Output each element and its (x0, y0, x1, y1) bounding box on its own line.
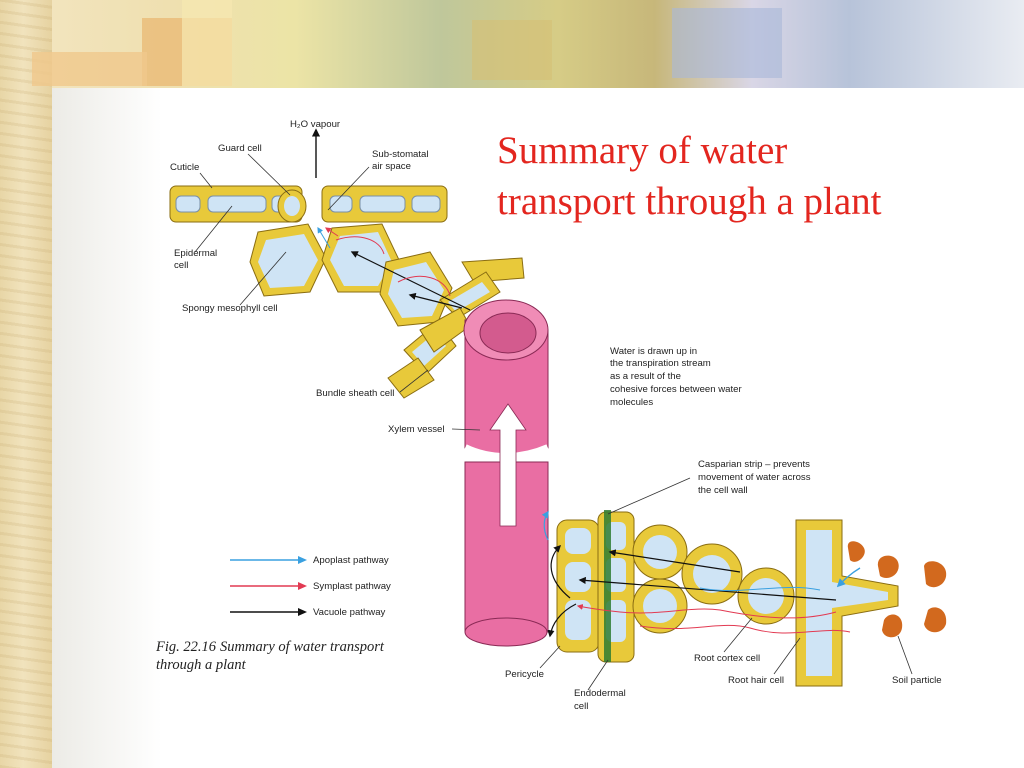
title-line-1: Summary of water (497, 129, 788, 172)
label-soil-particle: Soil particle (892, 675, 942, 686)
slide-title: Summary of water transport through a plan… (497, 125, 997, 227)
legend-arrowhead-vacuole (298, 608, 307, 616)
label-water-drawn-1: Water is drawn up in (610, 346, 697, 357)
parchment-side-strip (0, 0, 52, 768)
label-water-drawn-3: as a result of the (610, 371, 681, 382)
label-sub-stomatal-1: Sub-stomatal (372, 149, 429, 160)
figure-caption-line-2: through a plant (156, 657, 247, 673)
legend-label-vacuole: Vacuole pathway (313, 607, 386, 618)
label-xylem-vessel: Xylem vessel (388, 424, 445, 435)
leaf-mesophyll (249, 223, 525, 399)
root-cells (556, 510, 899, 687)
legend-arrowhead-apoplast (298, 556, 307, 564)
slide-shadow-edge (52, 88, 162, 768)
casparian-strip-shape (604, 510, 611, 662)
leaf-epidermis (169, 185, 448, 223)
label-guard-cell: Guard cell (218, 143, 262, 154)
label-sub-stomatal-2: air space (372, 161, 411, 172)
decorative-header-band (32, 0, 1024, 88)
label-endodermal-1: Endodermal (574, 688, 626, 699)
label-spongy-mesophyll: Spongy mesophyll cell (182, 303, 277, 314)
label-cuticle: Cuticle (170, 162, 199, 173)
label-water-drawn-2: the transpiration stream (610, 358, 711, 369)
label-water-drawn-4: cohesive forces between water (610, 384, 743, 395)
label-h2o-vapour: H₂O vapour (290, 119, 341, 130)
label-pericycle: Pericycle (505, 669, 544, 680)
label-casparian-3: the cell wall (698, 485, 748, 496)
label-endodermal-2: cell (574, 701, 588, 712)
figure-caption-text-1: Summary of water transport (220, 639, 385, 655)
label-casparian-2: movement of water across (698, 472, 811, 483)
label-bundle-sheath: Bundle sheath cell (316, 388, 394, 399)
label-casparian-1: Casparian strip – prevents (698, 459, 810, 470)
pathway-arrows (311, 128, 861, 638)
leader-lines (194, 153, 913, 691)
soil-particles (847, 541, 947, 638)
label-epidermal-2: cell (174, 260, 188, 271)
legend-label-apoplast: Apoplast pathway (313, 555, 389, 566)
label-water-drawn-5: molecules (610, 397, 653, 408)
label-root-cortex: Root cortex cell (694, 653, 760, 664)
label-root-hair: Root hair cell (728, 675, 784, 686)
legend-arrowhead-symplast (298, 582, 307, 590)
xylem-vessel-shape (463, 299, 550, 647)
legend-label-symplast: Symplast pathway (313, 581, 391, 592)
figure-number: Fig. 22.16 (155, 639, 217, 655)
pathway-legend: Apoplast pathway Symplast pathway Vacuol… (230, 555, 391, 618)
label-epidermal-1: Epidermal (174, 248, 217, 259)
title-line-2: transport through a plant (497, 180, 882, 223)
